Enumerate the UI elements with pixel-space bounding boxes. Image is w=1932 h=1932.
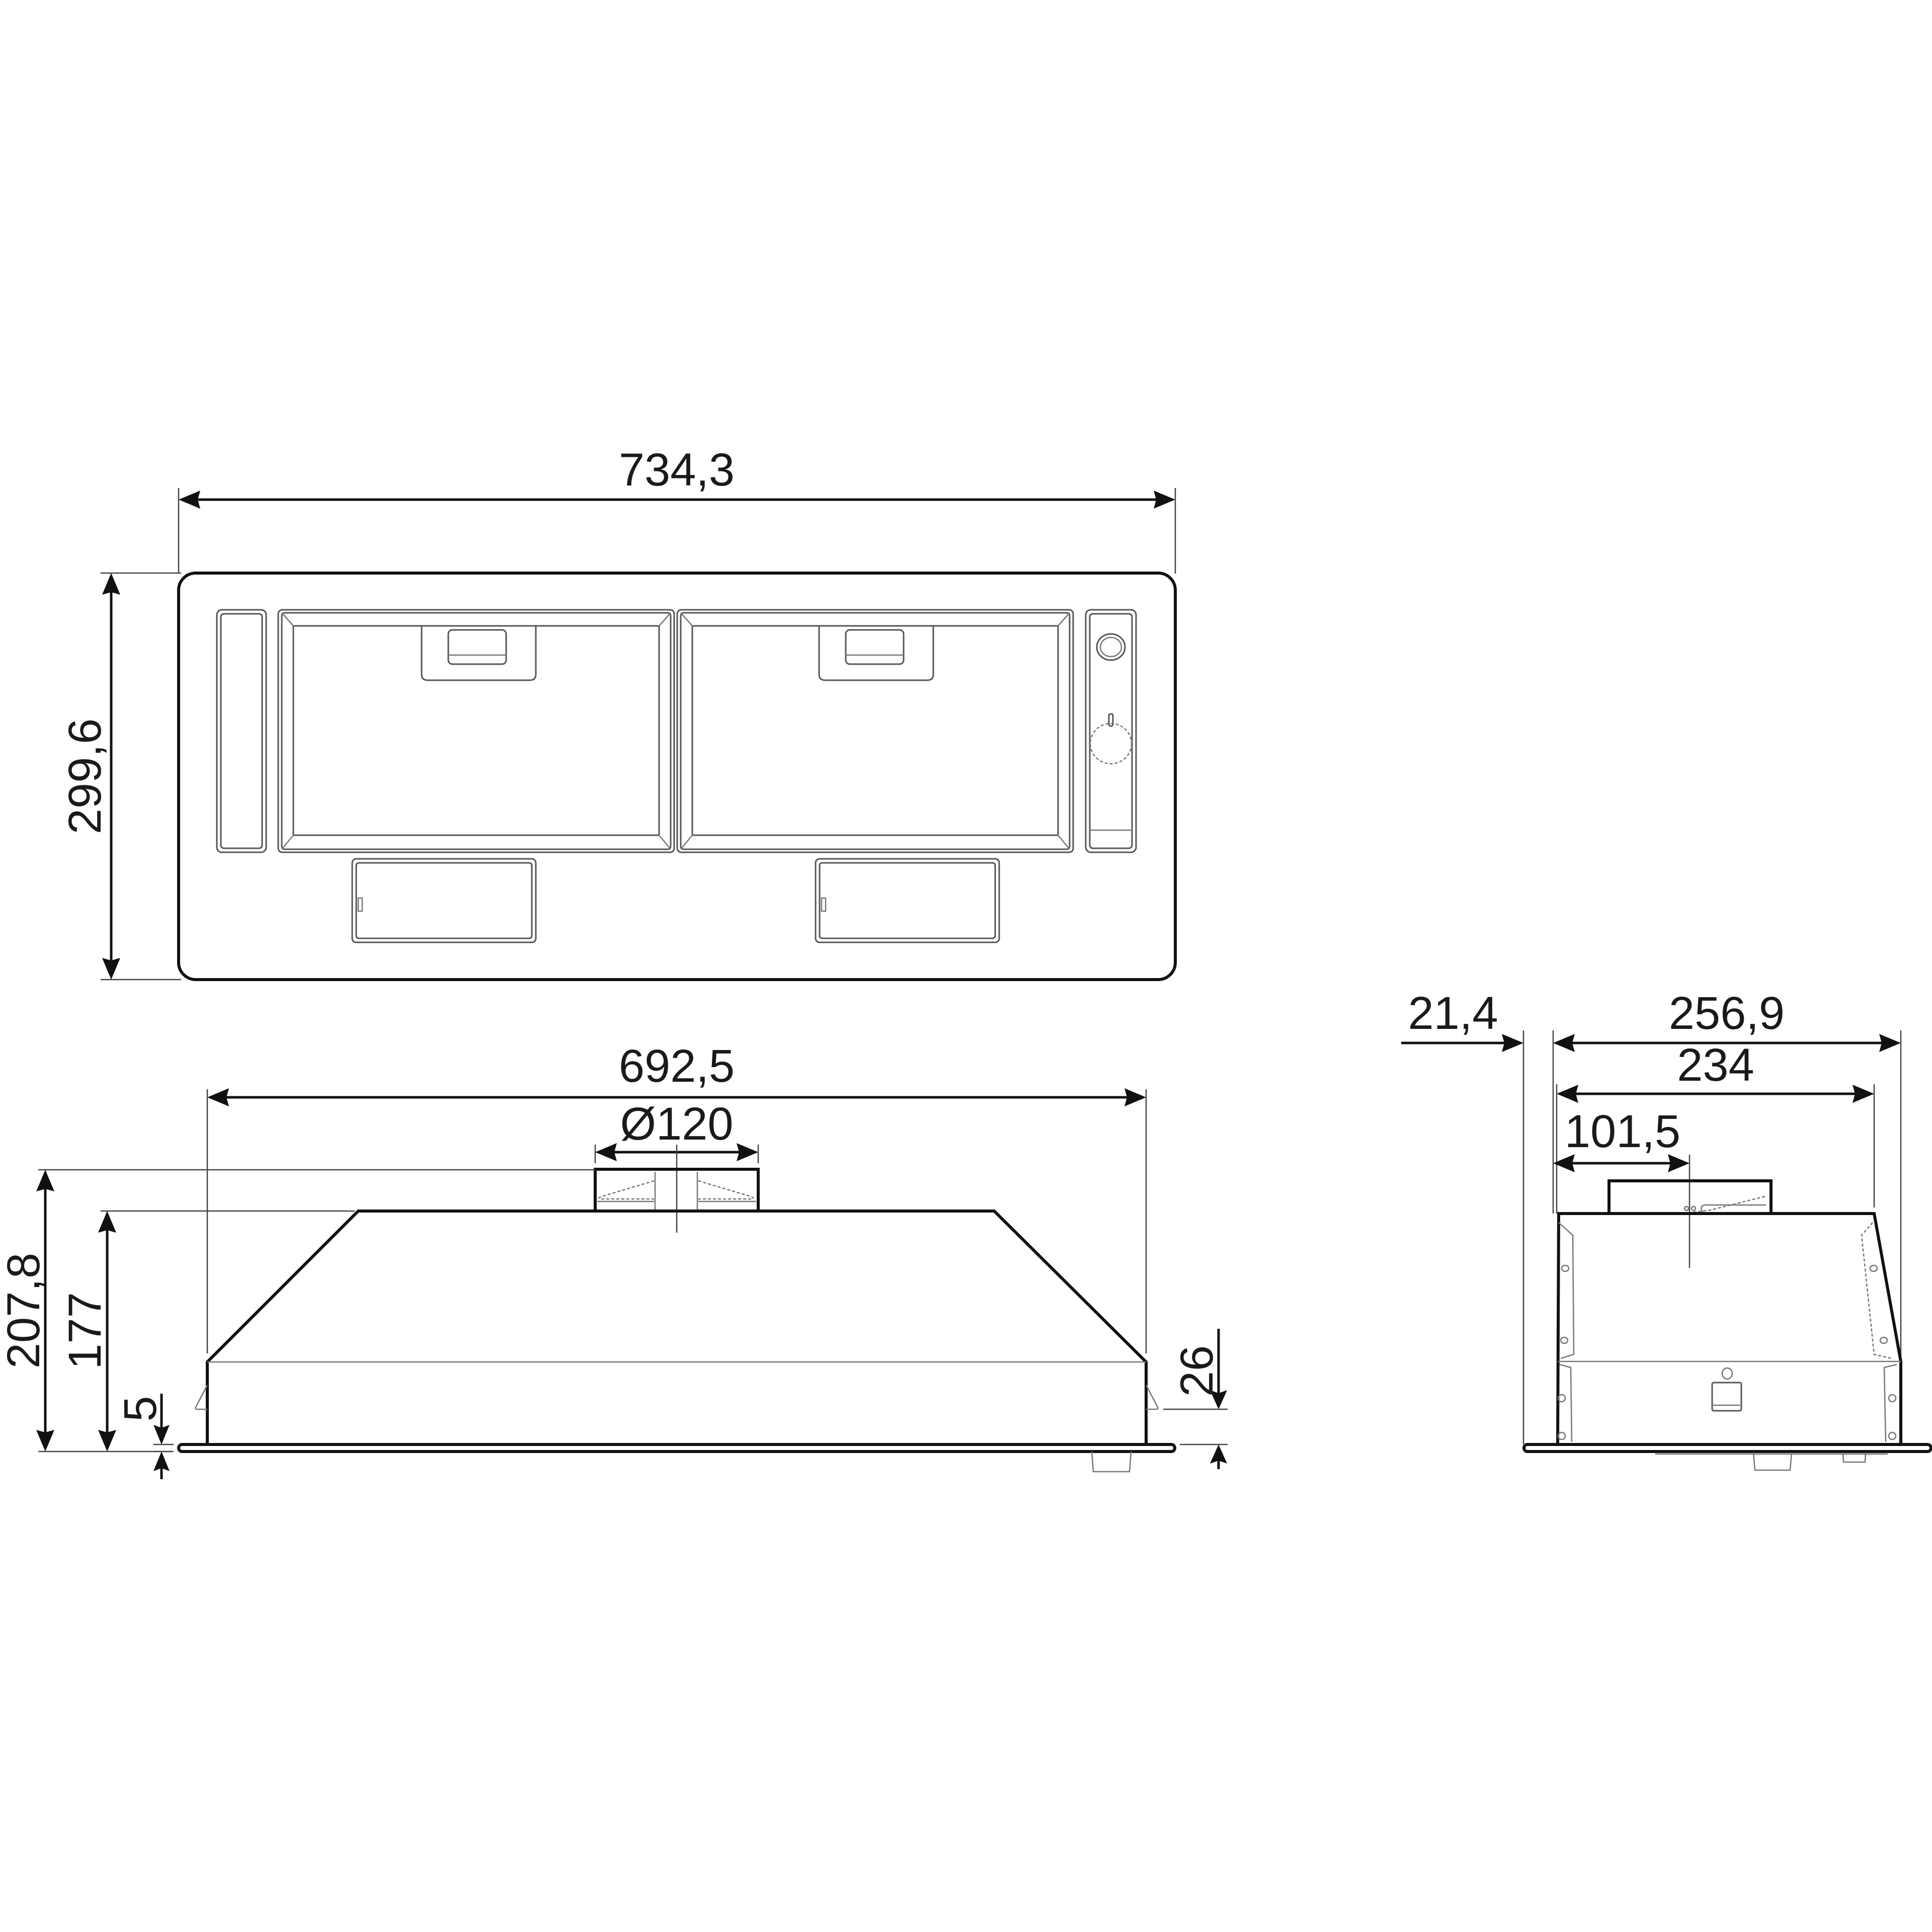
dim-label-234: 234 [1677,1039,1754,1091]
dim-label-5: 5 [115,1396,166,1421]
dim-label-21-4: 21,4 [1408,988,1498,1039]
dimension-duct-diameter: Ø120 [594,1098,759,1233]
hood-body-front [177,1210,1176,1473]
left-side-panel [216,609,267,853]
dim-label-692-5: 692,5 [619,1040,735,1092]
dim-label-256-9: 256,9 [1669,988,1785,1039]
power-knob-icon [1089,713,1133,765]
light-cover-right [815,858,1000,943]
dimension-top-width: 734,3 [178,444,1176,574]
filter-handle-icon [421,626,537,681]
dim-label-177: 177 [59,1292,111,1370]
dim-label-299-6: 299,6 [59,718,111,834]
top-view: 734,3 299,6 [59,444,1177,981]
dimension-top-depth: 299,6 [59,572,181,981]
dim-label-734-3: 734,3 [619,444,735,496]
dimension-side-body-depth: 234 [1557,1039,1874,1103]
dimension-side-duct-offset: 101,5 [1553,1106,1689,1172]
dimension-total-height: 207,8 [0,1169,595,1453]
dimension-clip-height: 26 [1163,1329,1228,1469]
light-cover-left [351,858,537,943]
hood-body-top [177,572,1177,981]
screw-icon [1721,1367,1733,1380]
dimension-side-total-depth: 256,9 [1553,988,1901,1052]
light-button-icon [1096,633,1126,661]
front-view: 692,5 Ø120 [0,1040,1228,1479]
side-view: 21,4 256,9 234 101,5 [1401,988,1932,1471]
dim-label-101-5: 101,5 [1565,1106,1680,1157]
dimension-flange-thickness: 5 [115,1394,174,1479]
dim-label-26: 26 [1171,1345,1223,1397]
dim-label-duct-diameter: Ø120 [620,1098,733,1150]
grease-filter-left [277,609,675,853]
hood-body-side [1522,1212,1932,1471]
filter-handle-icon [818,626,934,681]
dimension-side-offset: 21,4 [1401,988,1523,1052]
control-panel [1085,609,1137,853]
grease-filter-right [676,609,1074,853]
dim-label-207-8: 207,8 [0,1253,49,1369]
dimension-front-width: 692,5 [206,1040,1147,1353]
latch-icon [1711,1382,1742,1412]
dimension-body-height: 177 [59,1210,355,1452]
